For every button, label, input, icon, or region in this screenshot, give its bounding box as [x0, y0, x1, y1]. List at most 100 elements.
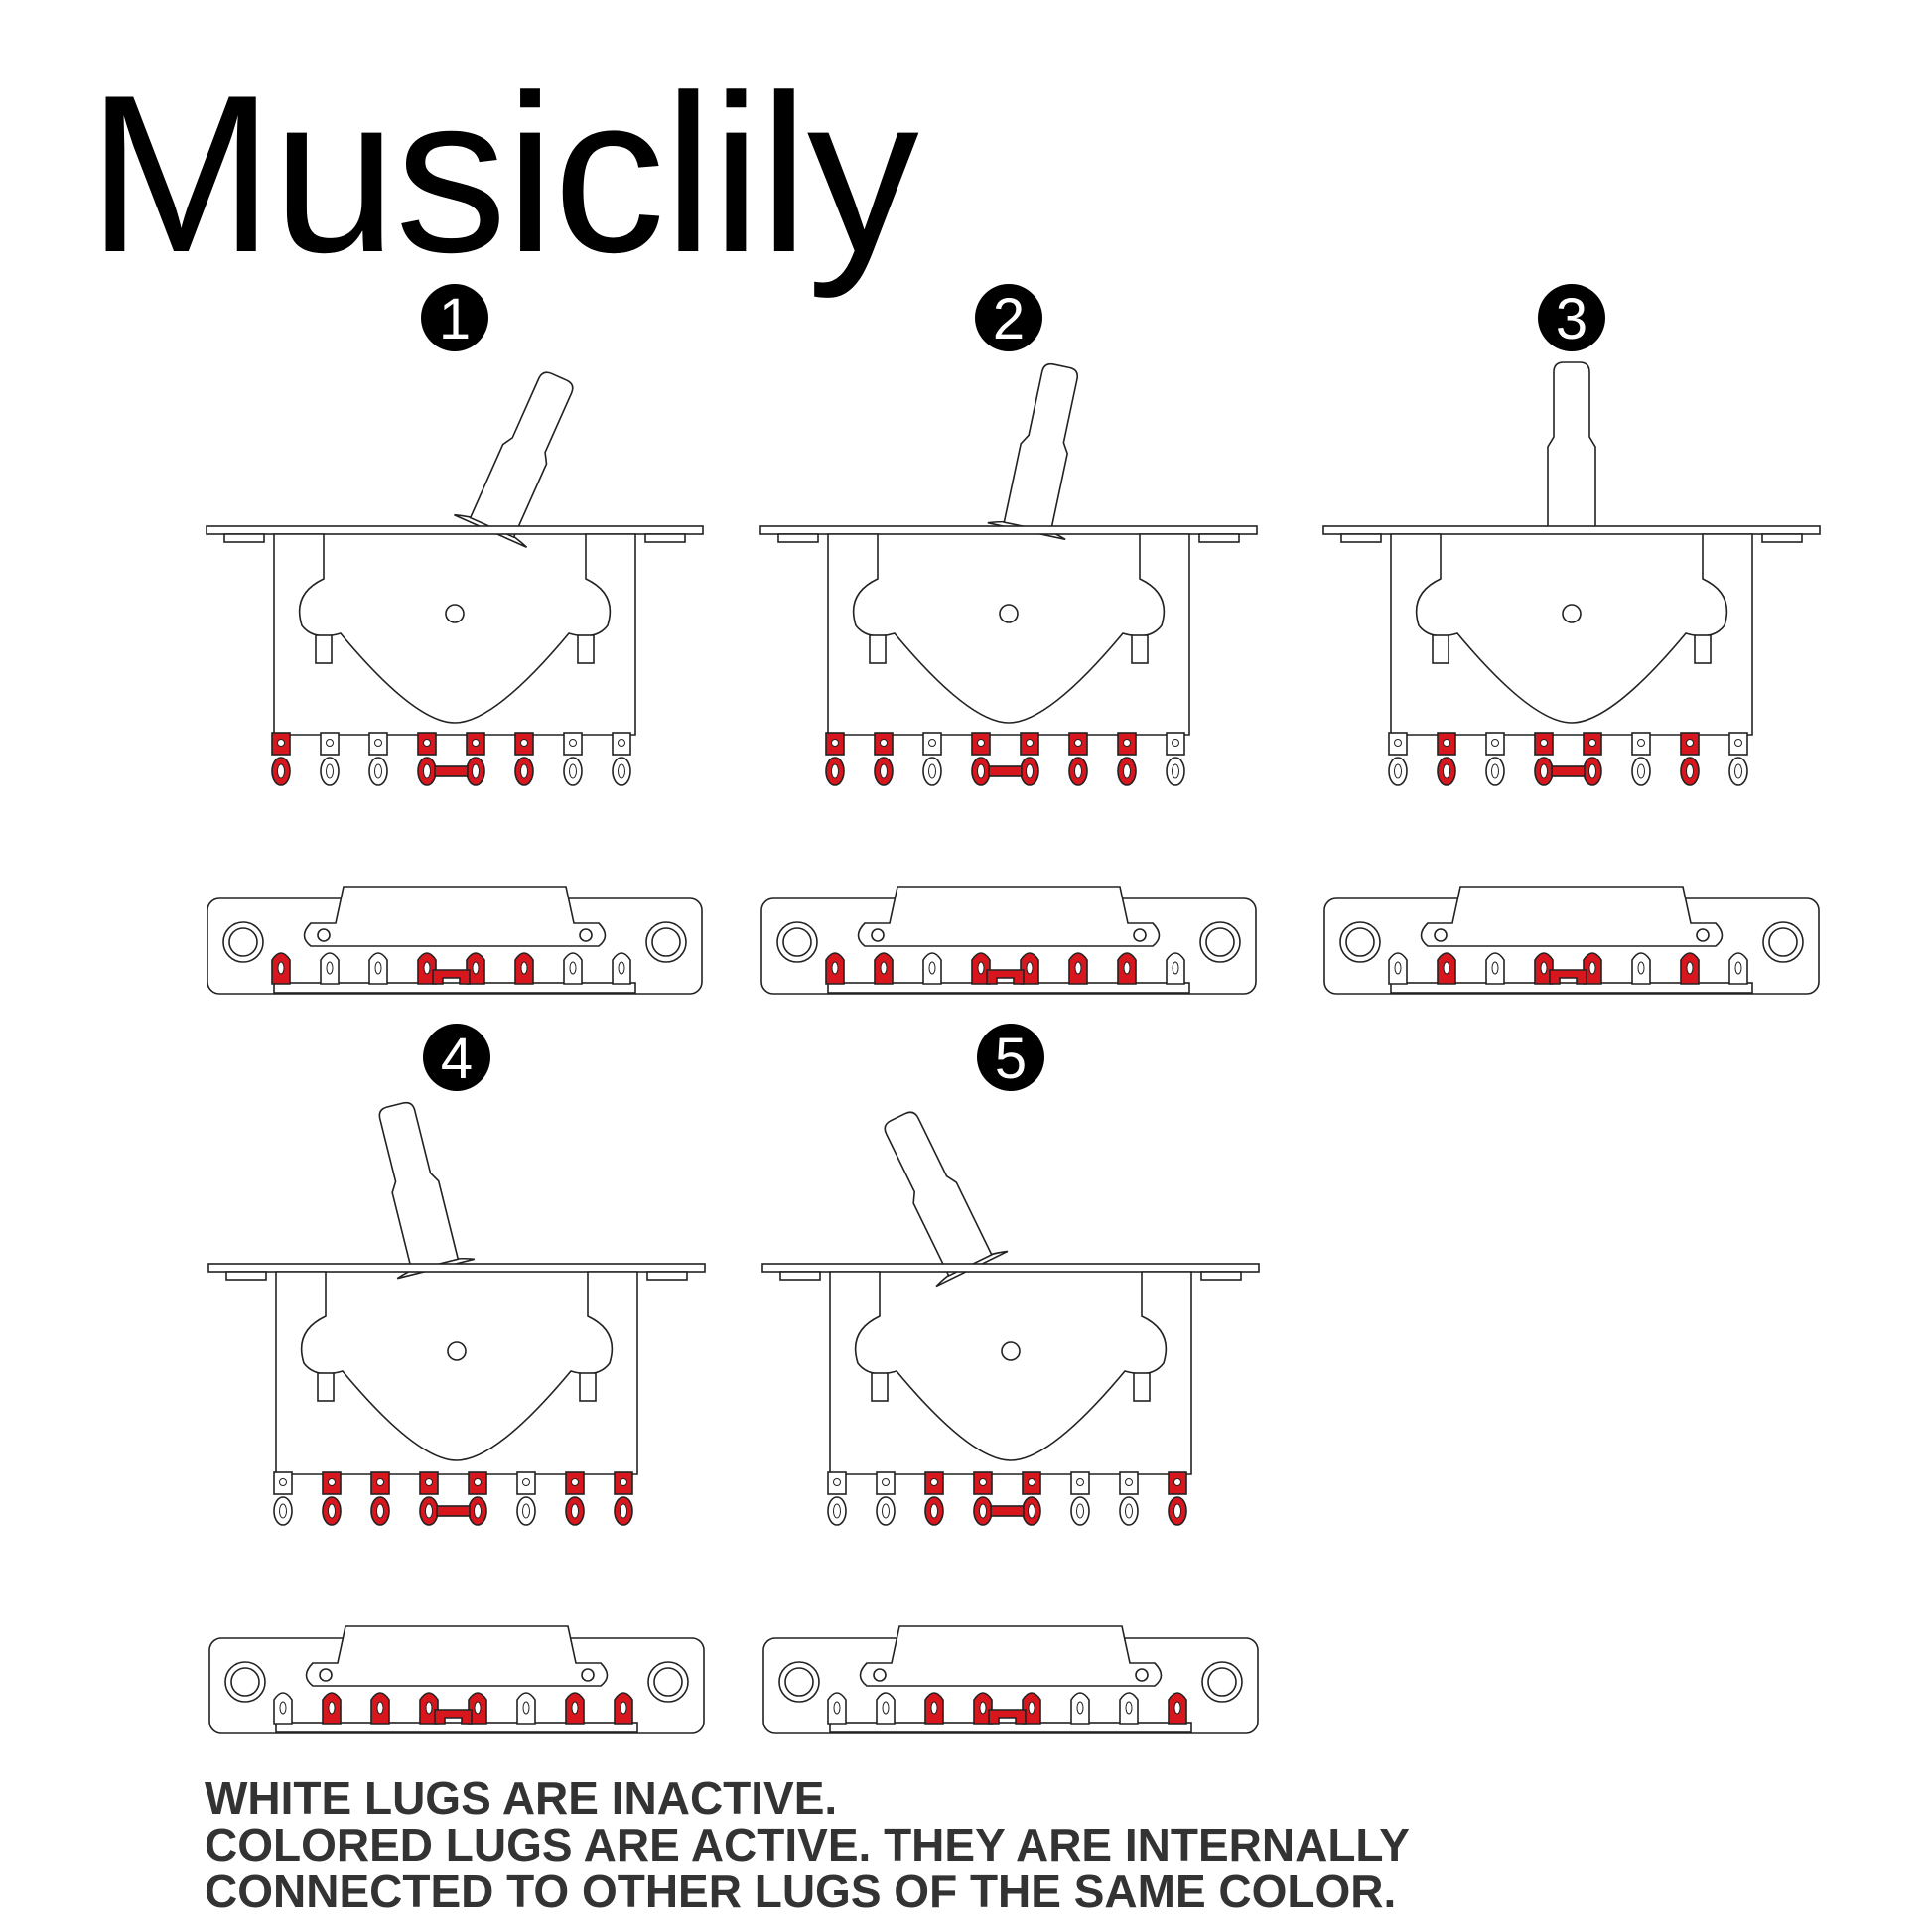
position-number: 3	[1556, 287, 1587, 351]
top-lug-hole	[1394, 961, 1402, 975]
bracket-rivet-left	[319, 1668, 333, 1682]
lever-shaft	[378, 1101, 460, 1272]
top-lug-hole	[1443, 961, 1450, 975]
top-lug-hole	[1026, 961, 1034, 975]
switch-position-1: 1	[206, 284, 704, 995]
brand-logo-text: Musiclily	[87, 48, 919, 299]
lug-hole	[328, 1478, 336, 1486]
lug-eye-hole	[618, 763, 625, 779]
screw-hole-right-inner	[1207, 1667, 1237, 1697]
bracket-rivet-left	[871, 928, 885, 942]
lug-eye-hole	[1028, 1503, 1035, 1519]
lug-eye-hole	[1734, 763, 1742, 779]
bracket-rivet-right	[1696, 928, 1710, 942]
mount-tab-right	[644, 533, 686, 543]
lug-eye-hole	[425, 1503, 433, 1519]
position-badge: 2	[975, 284, 1042, 351]
lug-hole	[1637, 739, 1645, 747]
top-lug-hole	[1074, 961, 1082, 975]
bracket-rivet-left	[873, 1668, 887, 1682]
lug-hole	[1028, 1478, 1035, 1486]
mounting-plate	[761, 1263, 1260, 1273]
note-internal-connection: CONNECTED TO OTHER LUGS OF THE SAME COLO…	[205, 1865, 1397, 1917]
lug-hole	[1172, 739, 1179, 747]
mount-tab-right	[646, 1271, 688, 1281]
top-lug-hole	[1588, 961, 1596, 975]
mount-tab-left	[1340, 533, 1382, 543]
housing-foot-left	[317, 1372, 335, 1402]
housing-foot-right	[577, 634, 595, 664]
lever	[884, 1111, 1009, 1288]
mounting-plate	[1322, 525, 1821, 535]
mount-tab-right	[1200, 1271, 1242, 1281]
top-view-bracket	[859, 1625, 1163, 1687]
lug-eye-hole	[279, 1503, 287, 1519]
position-badge-circle	[423, 1024, 490, 1091]
lug-eye-hole	[1026, 763, 1034, 779]
lug-hole	[930, 1478, 938, 1486]
lever	[987, 362, 1079, 541]
housing-foot-right	[1694, 634, 1712, 664]
bracket-rivet-right	[1135, 1668, 1149, 1682]
pivot-hole	[1001, 1341, 1021, 1361]
top-common-bridge	[432, 969, 471, 985]
lug-hole	[569, 739, 577, 747]
lug-eye-hole	[1074, 763, 1082, 779]
lug-hole	[1686, 739, 1694, 747]
position-number: 2	[993, 287, 1025, 351]
switch-position-5: 5	[761, 1024, 1260, 1734]
mount-tab-left	[779, 1271, 821, 1281]
top-common-bridge	[988, 1709, 1027, 1725]
lug-hole	[1491, 739, 1499, 747]
lug-hole	[474, 1478, 482, 1486]
lug-eye-hole	[1686, 763, 1694, 779]
lug-eye-hole	[1173, 1503, 1181, 1519]
lug-eye-hole	[474, 1503, 482, 1519]
lug-eye-hole	[930, 1503, 938, 1519]
lug-eye-hole	[1637, 763, 1645, 779]
top-lug-hole	[571, 1701, 579, 1715]
lug-eye-hole	[882, 1503, 890, 1519]
mount-tab-left	[225, 1271, 267, 1281]
screw-hole-left-inner	[230, 1667, 260, 1697]
mounting-plate	[759, 525, 1258, 535]
screw-hole-right-inner	[653, 1667, 683, 1697]
lever	[454, 371, 574, 549]
switch-housing	[829, 1271, 1192, 1475]
lever-shaft	[1003, 362, 1079, 534]
pivot-hole	[445, 604, 465, 623]
position-badge: 5	[977, 1024, 1044, 1091]
lug-eye-hole	[977, 763, 985, 779]
housing-foot-right	[1131, 634, 1149, 664]
top-lug-hole	[277, 961, 285, 975]
mount-tab-right	[1198, 533, 1240, 543]
top-lug-hole	[423, 961, 431, 975]
top-lug-hole	[618, 961, 625, 975]
screw-hole-right-inner	[651, 927, 681, 957]
lug-eye-hole	[472, 763, 480, 779]
mounting-plate	[207, 1263, 706, 1273]
top-lug-hole	[520, 961, 528, 975]
top-lug-hole	[831, 961, 839, 975]
bracket-rivet-right	[1133, 928, 1147, 942]
top-lug-hole	[930, 1701, 938, 1715]
screw-hole-right-inner	[1205, 927, 1235, 957]
lug-eye-hole	[423, 763, 431, 779]
mount-tab-left	[777, 533, 819, 543]
pivot-hole	[999, 604, 1019, 623]
top-view-bracket	[303, 886, 607, 947]
lug-eye-hole	[1491, 763, 1499, 779]
lever-shaft	[469, 371, 574, 539]
housing-foot-left	[315, 634, 333, 664]
note-inactive-lugs: WHITE LUGS ARE INACTIVE.	[205, 1772, 838, 1824]
top-lug-hole	[1637, 961, 1645, 975]
top-view-base	[829, 1722, 1192, 1733]
note-active-lugs: COLORED LUGS ARE ACTIVE. THEY ARE INTERN…	[205, 1819, 1410, 1870]
top-lug-hole	[1123, 961, 1131, 975]
lug-hole	[277, 739, 285, 747]
lug-hole	[472, 739, 480, 747]
lug-hole	[376, 1478, 384, 1486]
position-number: 4	[441, 1027, 473, 1091]
top-view-bracket	[305, 1625, 609, 1687]
legend-notes: WHITE LUGS ARE INACTIVE. COLORED LUGS AR…	[205, 1775, 1793, 1915]
